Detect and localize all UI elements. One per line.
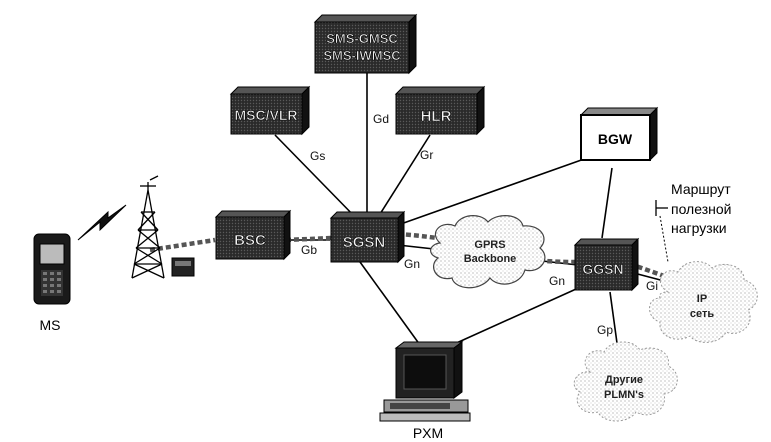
- interface-gd: Gd: [373, 112, 389, 126]
- sgsn-label: SGSN: [343, 234, 386, 251]
- payload-annotation: Маршрут полезной нагрузки: [655, 181, 731, 263]
- link-sgsn-bgw: [397, 157, 588, 226]
- cloud-gprs-line1: GPRS: [474, 239, 505, 251]
- hlr-node: HLR: [394, 85, 486, 136]
- antenna-tower-icon: [131, 175, 165, 279]
- link-sgsn-msc: [274, 134, 361, 223]
- cloud-plmn-line2: PLMN's: [604, 389, 644, 401]
- msc-vlr-label: MSC/VLR: [235, 107, 298, 123]
- cloud-gprs-backbone: GPRS Backbone: [430, 215, 546, 289]
- link-pxm-ggsn: [451, 284, 586, 346]
- link-sgsn-hlr: [374, 134, 431, 223]
- ms-label: MS: [40, 317, 61, 333]
- pxm-computer-icon: [379, 341, 471, 422]
- cloud-ip-network: IP сеть: [649, 261, 758, 343]
- sms-center-node: SMS-GMSC SMS-IWMSC: [313, 13, 418, 75]
- interface-gn-sgsn: Gn: [404, 257, 420, 271]
- bgw-label: BGW: [598, 131, 633, 147]
- interface-gi: Gi: [646, 279, 658, 293]
- interface-gr: Gr: [420, 148, 433, 162]
- annotation-line2: полезной: [671, 201, 731, 217]
- bgw-node: BGW: [579, 106, 659, 162]
- cloud-plmn-line1: Другие: [605, 374, 643, 386]
- link-bgw-ggsn: [601, 167, 613, 239]
- sms-center-line2: SMS-IWMSC: [323, 48, 401, 63]
- link-sgsn-pxm: [359, 261, 421, 346]
- sms-center-line1: SMS-GMSC: [326, 31, 398, 46]
- radio-link-icon: [77, 204, 127, 241]
- bts-cabinet-icon: [171, 257, 195, 277]
- annotation-line1: Маршрут: [671, 181, 731, 197]
- cloud-ip-line1: IP: [697, 293, 707, 305]
- ggsn-label: GGSN: [582, 261, 623, 277]
- cloud-ip-line2: сеть: [690, 308, 714, 320]
- mobile-station-icon: [33, 233, 71, 305]
- ggsn-node: GGSN: [573, 237, 640, 292]
- interface-gb: Gb: [301, 243, 317, 257]
- msc-vlr-node: MSC/VLR: [229, 85, 311, 136]
- cloud-gprs-line2: Backbone: [464, 253, 517, 265]
- hlr-label: HLR: [421, 108, 452, 125]
- sgsn-node: SGSN: [329, 210, 406, 264]
- bsc-label: BSC: [234, 232, 266, 249]
- interface-gs: Gs: [310, 149, 325, 163]
- bsc-node: BSC: [214, 209, 292, 261]
- annotation-line3: нагрузки: [671, 220, 727, 236]
- interface-gn-ggsn: Gn: [549, 274, 565, 288]
- interface-gp: Gp: [597, 323, 613, 337]
- pxm-label: PXM: [413, 425, 443, 441]
- cloud-other-plmn: Другие PLMN's: [573, 341, 678, 422]
